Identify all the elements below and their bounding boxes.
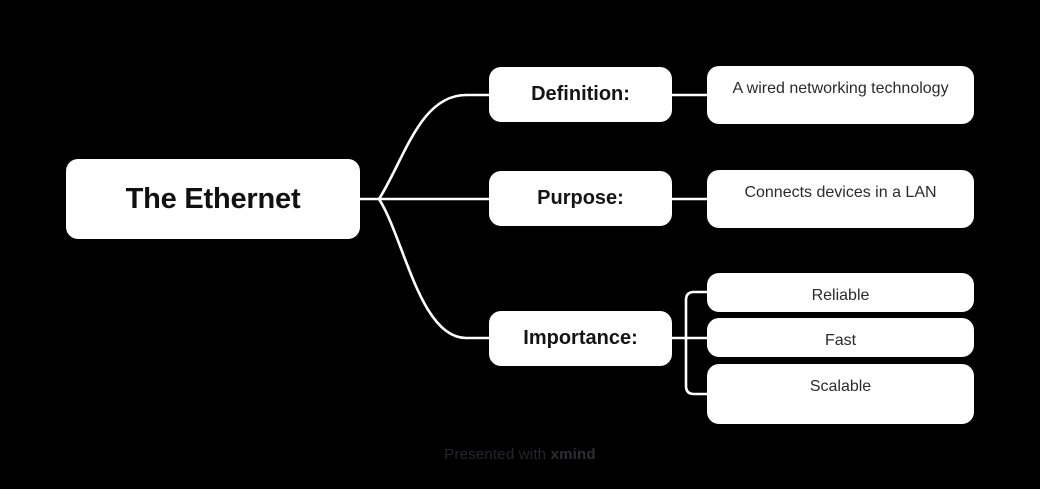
- leaf-node-fast[interactable]: Fast: [707, 318, 974, 357]
- leaf-node-scalable-label: Scalable: [809, 378, 872, 395]
- leaf-node-reliable[interactable]: Reliable: [707, 273, 974, 312]
- branch-node-importance[interactable]: Importance:: [489, 311, 672, 366]
- edge-root-to-importance: [377, 197, 491, 340]
- branch-node-importance-label: Importance:: [523, 327, 638, 349]
- leaf-node-purpose-detail[interactable]: Connects devices in a LAN: [707, 170, 974, 228]
- footer-attribution: Presented with xmind: [0, 446, 1040, 463]
- leaf-node-purpose-detail-label: Connects devices in a LAN: [744, 184, 937, 201]
- root-node[interactable]: The Ethernet: [66, 159, 360, 239]
- leaf-node-scalable[interactable]: Scalable: [707, 364, 974, 424]
- footer-brand: xmind: [550, 446, 596, 463]
- root-node-label: The Ethernet: [125, 182, 301, 215]
- leaf-node-reliable-label: Reliable: [811, 287, 870, 304]
- leaf-node-fast-label: Fast: [824, 332, 857, 349]
- edge-root-to-definition: [377, 93, 491, 201]
- edge-importance-to-scalable: [684, 336, 709, 396]
- leaf-node-definition-detail-label: A wired networking technology: [732, 80, 949, 97]
- branch-node-purpose-label: Purpose:: [537, 187, 624, 209]
- leaf-node-definition-detail[interactable]: A wired networking technology: [707, 66, 974, 124]
- branch-node-definition[interactable]: Definition:: [489, 67, 672, 122]
- edge-importance-to-reliable: [684, 290, 709, 340]
- branch-node-purpose[interactable]: Purpose:: [489, 171, 672, 226]
- footer-prefix: Presented with: [444, 446, 551, 463]
- branch-node-definition-label: Definition:: [531, 83, 630, 105]
